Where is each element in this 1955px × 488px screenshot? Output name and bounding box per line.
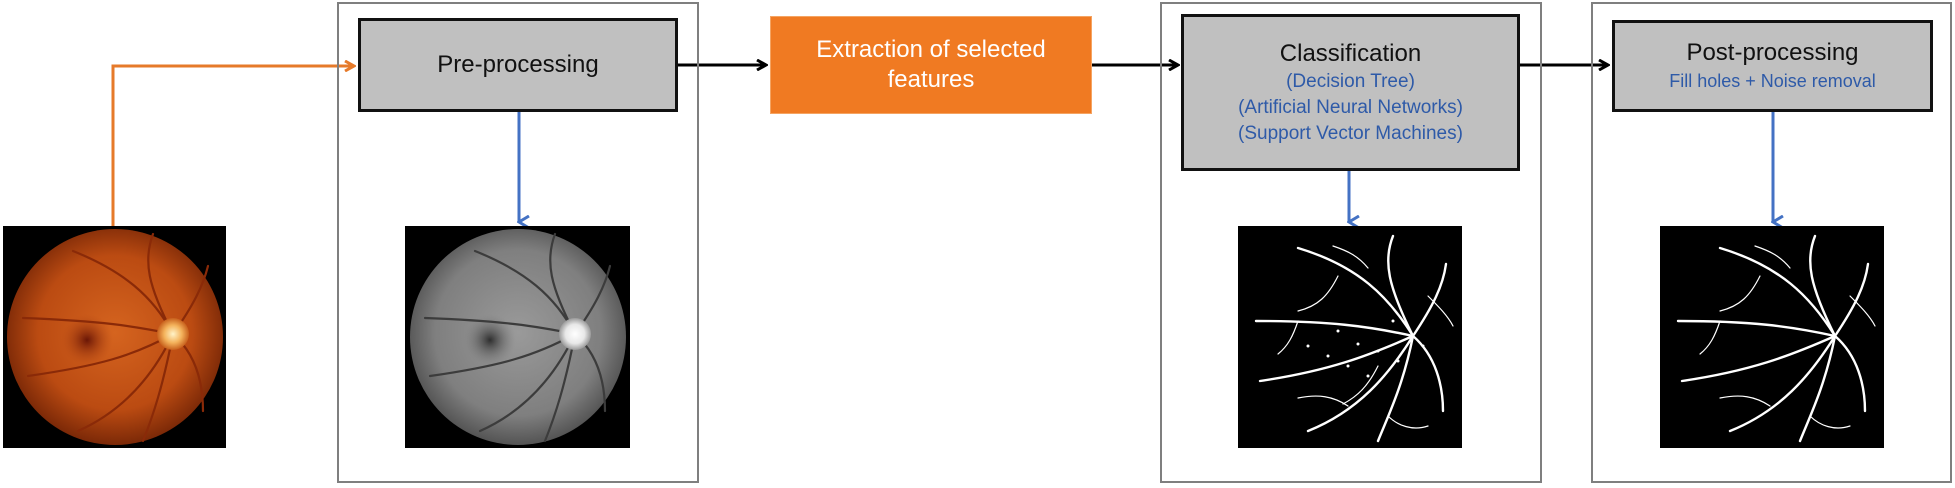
postprocessing-box: Post-processing Fill holes + Noise remov… [1612, 20, 1933, 112]
preprocessing-box: Pre-processing [358, 18, 678, 112]
extraction-label-line1: Extraction of selected [816, 36, 1046, 63]
extraction-label-line2: features [887, 66, 975, 93]
input-arrow [111, 66, 354, 226]
postprocessing-detail: Fill holes + Noise removal [1669, 71, 1876, 91]
classification-label: Classification [1279, 39, 1422, 67]
method-ann: (Artificial Neural Networks) [1238, 96, 1463, 118]
method-decision-tree: (Decision Tree) [1286, 70, 1415, 92]
preprocessing-panel [337, 2, 699, 483]
extraction-box: Extraction of selected features [770, 16, 1092, 114]
preprocessing-label: Pre-processing [437, 51, 599, 78]
postprocessed-vessel-map [1660, 226, 1884, 448]
classification-panel [1160, 2, 1542, 483]
input-fundus-image [3, 226, 226, 448]
classified-vessel-map [1238, 226, 1462, 448]
preprocessed-fundus-image [405, 226, 630, 448]
postprocessing-label: Post-processing [1686, 39, 1859, 66]
method-svm: (Support Vector Machines) [1238, 122, 1463, 144]
postprocessing-panel [1591, 2, 1952, 483]
classification-box: Classification (Decision Tree) (Artifici… [1181, 14, 1520, 171]
